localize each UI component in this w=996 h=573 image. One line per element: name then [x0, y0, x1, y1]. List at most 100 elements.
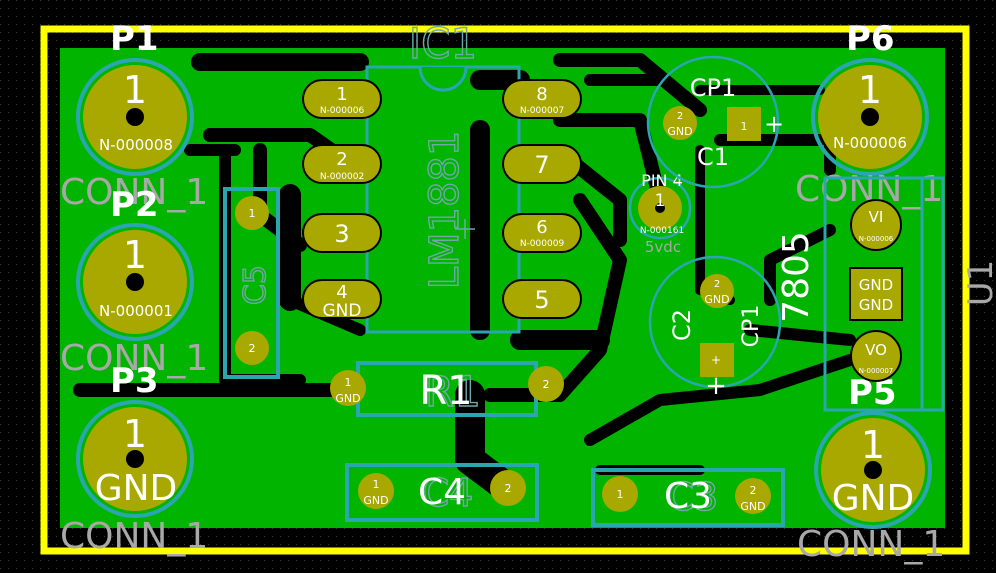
connector-p2[interactable]: P2 1 N-000001 CONN_1	[60, 185, 208, 379]
ic-ref-label: IC1	[409, 19, 477, 68]
pin-number: 2	[336, 149, 347, 170]
ref-label: P3	[110, 361, 159, 401]
resistor-r1[interactable]: 1 GND 2 R1 R1	[330, 361, 564, 417]
pad1-number: 1	[345, 376, 352, 389]
capacitor-c3[interactable]: 1 2 GND C3 C3	[591, 468, 785, 527]
crosshair-icon	[455, 219, 475, 239]
ref-label: C5	[238, 265, 273, 305]
pin-name: GND	[859, 276, 893, 294]
ic-pin-1[interactable]: 1 N-000006	[302, 79, 382, 119]
pin-name: VI	[869, 208, 884, 226]
pad1-number: 1	[741, 120, 748, 133]
cap-outline	[648, 255, 782, 389]
pad1-number: 1	[249, 207, 256, 220]
connector-outline	[811, 58, 929, 176]
value-label: C4	[423, 471, 474, 515]
pad-2	[663, 106, 697, 140]
pad1-number: +	[711, 353, 721, 367]
pin-number: 6	[536, 217, 547, 238]
pad2-number: 2	[505, 482, 512, 495]
connector-outline	[76, 400, 194, 518]
pad-1	[727, 107, 761, 141]
connector-p5[interactable]: P5 1 GND CONN_1	[797, 373, 945, 565]
ic1-lm1881[interactable]: IC1 LM1881 1 N-000006 2 N-000002 3 4 GND…	[302, 18, 582, 334]
pin-number: 7	[534, 151, 549, 179]
connector-p3[interactable]: P3 1 GND CONN_1	[60, 361, 208, 557]
plus-marker: +	[764, 110, 784, 138]
ic-value-label: LM1881	[422, 131, 468, 290]
value-label: CP1	[739, 305, 764, 348]
pad-number: 1	[655, 191, 666, 211]
ref-label: C2	[668, 309, 696, 341]
pad-2	[700, 274, 734, 308]
ref-label: C3	[664, 476, 712, 517]
value-label: C3	[668, 475, 719, 519]
pin4-label: PIN 4	[641, 171, 683, 190]
net-label: N-000161	[640, 226, 684, 236]
pin4-testpoint[interactable]: PIN 4 1 N-000161 5vdc	[628, 171, 692, 256]
pin-number: 5	[534, 286, 549, 314]
pad2-net: GND	[740, 500, 765, 513]
pin-net: N-000006	[859, 235, 894, 243]
ic-pin-2[interactable]: 2 N-000002	[302, 144, 382, 184]
pad1-net: GND	[335, 392, 360, 405]
connector-outline	[76, 223, 194, 341]
pin-net: N-000007	[859, 367, 893, 375]
pad-1	[330, 370, 366, 406]
pin-net: N-000002	[320, 172, 364, 182]
connector-outline	[814, 411, 932, 529]
pad2-number: 2	[249, 342, 256, 355]
pad1-number: 1	[373, 478, 380, 491]
pad-number: 1	[858, 68, 882, 112]
capacitor-c4[interactable]: 1 GND 2 C4 C4	[345, 463, 539, 522]
value-label: C1	[697, 143, 729, 171]
connector-p6[interactable]: P6 1 N-000006 CONN_1	[795, 19, 943, 210]
pin-number: 1	[336, 84, 347, 105]
value-label: CONN_1	[60, 516, 208, 557]
drill-hole	[655, 203, 665, 213]
pad1-number: 1	[617, 488, 624, 501]
capacitor-cp1[interactable]: CP1 C1 2 GND 1 +	[646, 55, 784, 189]
capacitor-c2[interactable]: C2 CP1 2 GND + +	[648, 255, 782, 401]
regulator-pin-vo[interactable]: VO N-000007	[850, 330, 902, 382]
ic-pin-3[interactable]: 3	[302, 213, 382, 253]
regulator-u1[interactable]: U1 7805 VI N-000006 GND GND VO N-000007	[776, 176, 996, 412]
value-label: 5vdc	[645, 238, 681, 256]
drill-hole	[864, 461, 882, 479]
regulator-pin-vi[interactable]: VI N-000006	[850, 199, 902, 251]
ic-pin-4[interactable]: 4 GND	[302, 279, 382, 321]
capacitor-c5[interactable]: 1 2 C5	[223, 187, 280, 379]
drill-hole	[861, 108, 879, 126]
board-edge	[40, 25, 970, 555]
ic-pin-7[interactable]: 7	[502, 144, 582, 184]
drill-hole	[126, 273, 144, 291]
connector-p1[interactable]: P1 1 N-000008 CONN_1	[60, 19, 208, 213]
ic-pin-8[interactable]: 8 N-000007	[502, 79, 582, 119]
pad-2	[235, 331, 269, 365]
pad-outline	[628, 176, 692, 240]
pin-name: VO	[865, 341, 887, 359]
pad2-number: 2	[750, 484, 757, 497]
value-label: CONN_1	[797, 524, 945, 565]
pin-net: N-000006	[320, 106, 365, 116]
pin-number: 8	[536, 84, 547, 105]
regulator-tab	[920, 176, 945, 412]
net-label: N-000008	[99, 136, 173, 154]
ref-label: P6	[846, 19, 895, 59]
net-label: N-000001	[99, 302, 173, 320]
ic-pin-6[interactable]: 6 N-000009	[502, 213, 582, 253]
cap-outline	[591, 468, 785, 527]
pin-number: 4	[336, 282, 347, 303]
ic-pin-5[interactable]: 5	[502, 279, 582, 319]
pad-number: 1	[123, 233, 147, 277]
ref-label: C4	[418, 472, 466, 513]
regulator-pin-gnd[interactable]: GND GND	[849, 267, 903, 321]
pad2-number: 2	[677, 111, 683, 122]
pad-number: 1	[123, 68, 147, 112]
ic-notch	[418, 66, 468, 92]
pad-1	[602, 476, 638, 512]
ref-label: R1	[419, 368, 472, 414]
pad-1	[235, 196, 269, 230]
cap-outline	[223, 187, 280, 379]
pad1-net: GND	[363, 494, 388, 507]
